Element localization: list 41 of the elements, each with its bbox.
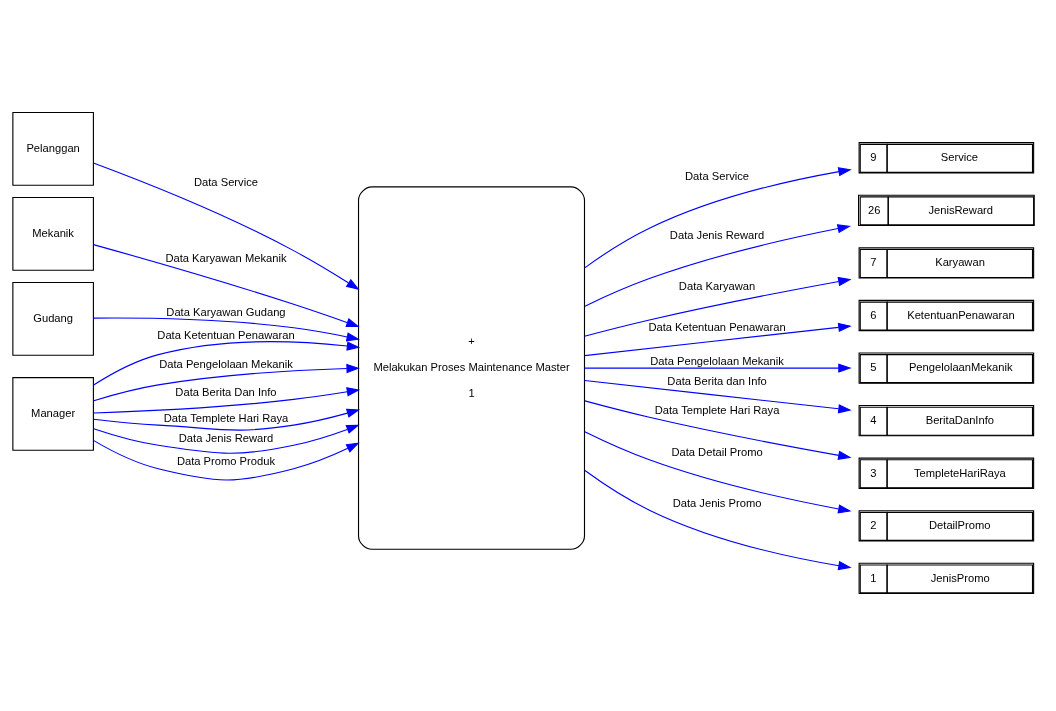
edge-label: Data Service [685,170,750,183]
edge-label: Data Karyawan Mekanik [165,251,287,264]
edge-label: Data Detail Promo [671,446,763,459]
node-box: Mekanik [12,196,94,271]
edge-label: Data Pengelolaan Mekanik [650,354,784,367]
arrow [584,224,851,307]
node-box: Manager [12,377,94,451]
arrow [92,439,360,481]
arrow [93,341,361,386]
arrow [584,431,852,514]
node-box: Pelanggan [12,111,94,186]
edge-label: Data Service [193,175,258,188]
arrow [93,424,360,454]
edge-label: Data Jenis Promo [672,496,762,509]
arrow [93,387,361,414]
arrow [584,380,852,414]
arrow [584,363,852,373]
arrow [93,363,360,402]
arrow [584,469,852,571]
arrow [93,408,361,431]
arrow [583,276,852,337]
edge-label: Data Pengelolaan Mekanik [159,358,293,371]
edge-label: Data Templete Hari Raya [654,403,780,416]
edge-label: Data Jenis Reward [178,431,274,444]
node-box: + Melakukan Proses Maintenance Master 1 [357,186,586,550]
node-box: Gudang [12,281,94,356]
edge-label: Data Karyawan Gudang [166,305,286,318]
edge-label: Data Jenis Reward [669,229,765,242]
edge-label: Data Berita dan Info [667,374,767,387]
arrow [584,167,852,269]
arrow [92,244,360,327]
arrow [584,322,852,357]
edge-label: Data Templete Hari Raya [163,411,289,424]
edge-label: Data Ketentuan Penawaran [157,329,295,341]
edge-label: Data Promo Produk [176,455,276,468]
arrow [92,162,360,290]
edge-label: Data Berita Dan Info [175,386,277,399]
edge-label: Data Ketentuan Penawaran [648,321,786,334]
arrow [584,400,852,460]
edge-label: Data Karyawan [678,279,756,292]
arrow [92,317,360,342]
